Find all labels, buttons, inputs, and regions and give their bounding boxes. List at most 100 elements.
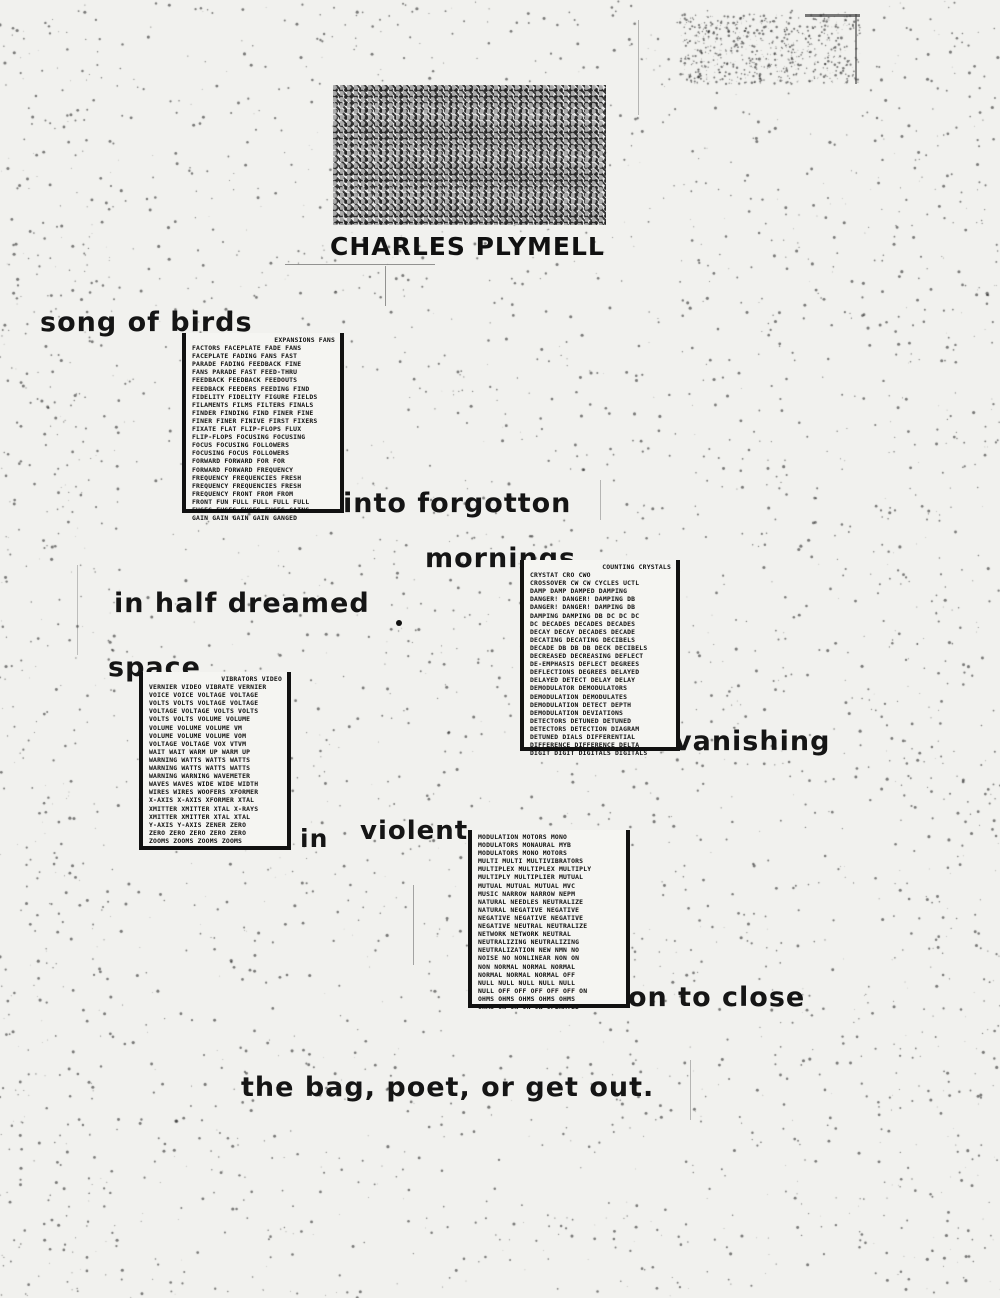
word-block-row: FREQUENCY FREQUENCIES FRESH — [192, 481, 302, 490]
word-block-row: FACTORS FACEPLATE FADE FANS — [192, 344, 302, 353]
word-block-row: DEFLECTIONS DEGREES DELAYED — [530, 668, 640, 677]
word-block-row: DECADE DB DB DB DECK DECIBELS — [530, 643, 648, 652]
word-block-row: DIFFERENCE DIFFERENCE DELTA — [530, 741, 640, 750]
word-block-row: MODULATION MOTORS MONO — [478, 833, 568, 841]
word-block-row: NULL NULL NULL NULL NULL — [478, 978, 576, 987]
word-block-row: OHMS ON ON ON ON OPERATED — [478, 1002, 580, 1011]
phrase-the-bag-poet: the bag, poet, or get out. — [241, 1072, 655, 1103]
word-block-row: FREQUENCY FRONT FROM FROM — [192, 489, 294, 498]
word-block-row: DETECTORS DETUNED DETUNED — [530, 716, 632, 725]
phrase-in-half-dreamed: in half dreamed — [114, 588, 370, 619]
word-block-row: NULL OFF OFF OFF OFF OFF ON — [478, 986, 588, 995]
divider-line — [285, 264, 435, 265]
word-block-row: DANGER! DANGER! DAMPING DB — [530, 595, 636, 604]
word-block-row: WIRES WIRES WOOFERS XFORMER — [149, 788, 259, 797]
word-block-row: MULTIPLY MULTIPLIER MUTUAL — [478, 873, 584, 882]
phrase-into-forgotton: into forgotton — [343, 488, 572, 519]
word-block-row: CROSSOVER CW CW CYCLES UCTL — [530, 579, 640, 588]
pasteup-mark — [805, 14, 860, 17]
ink-dot — [396, 620, 402, 626]
word-block-row: FLIP-FLOPS FOCUSING FOCUSING — [192, 433, 306, 442]
word-block-row: NORMAL NORMAL NORMAL OFF — [478, 970, 576, 979]
word-block-row: FOCUS FOCUSING FOLLOWERS — [192, 441, 290, 450]
word-block-row: DECATING DECATING DECIBELS — [530, 635, 636, 644]
word-block-row: FILAMENTS FILMS FILTERS FINALS — [192, 400, 314, 409]
word-block-row: DECAY DECAY DECADES DECADE — [530, 627, 636, 636]
pasteup-mark — [690, 1060, 691, 1120]
word-block-row: XMITTER XMITTER XTAL X-RAYS — [149, 804, 259, 813]
word-block-row: NEUTRALIZING NEUTRALIZING — [478, 938, 580, 947]
word-block-row: FRONT FUN FULL FULL FULL FULL — [192, 497, 310, 506]
word-block-row: NETWORK NETWORK NEUTRAL — [478, 930, 572, 939]
word-block-row: MUSIC NARROW NARROW NEPM — [478, 889, 576, 898]
word-block-row: DECREASED DECREASING DEFLECT — [530, 652, 644, 661]
word-block-row: FUSES FUSES FUSES FUSES GAINS — [192, 505, 310, 514]
word-block-row: FEEDBACK FEEDERS FEEDING FIND — [192, 384, 310, 393]
phrase-in: in — [300, 824, 329, 853]
word-block-row: FOCUSING FOCUS FOLLOWERS — [192, 449, 290, 458]
phrase-on-to-close: on to close — [628, 982, 806, 1013]
word-block-row: MULTIPLEX MULTIPLEX MULTIPLY — [478, 865, 592, 874]
word-block-row: FINDER FINDING FIND FINER FINE — [192, 408, 314, 417]
word-block-row: FORWARD FORWARD FOR FOR — [192, 457, 286, 466]
word-block-row: VOICE VOICE VOLTAGE VOLTAGE — [149, 691, 259, 700]
author-name: CHARLES PLYMELL — [330, 232, 605, 261]
word-block-row: DC DECADES DECADES DECADES — [530, 619, 636, 628]
word-block-row: ZOOMS ZOOMS ZOOMS ZOOMS — [149, 836, 243, 845]
word-block-row: NATURAL NEGATIVE NEGATIVE — [478, 905, 580, 914]
word-block-heading: COUNTING CRYSTALS — [602, 563, 671, 571]
phrase-song-of-birds: song of birds — [40, 307, 253, 338]
word-block-row: DETECTORS DETECTION DIAGRAM — [530, 724, 640, 733]
word-block-row: DEMODULATOR DEMODULATORS — [530, 684, 628, 693]
word-block-row: WAIT WAIT WARM UP WARM UP — [149, 747, 251, 756]
word-block-row: OHMS OHMS OHMS OHMS OHMS — [478, 994, 576, 1003]
pasteup-mark — [855, 14, 857, 84]
word-block-row: VERNIER VIDEO VIBRATE VERNIER — [149, 683, 267, 692]
pasteup-mark — [600, 480, 601, 520]
pasteup-mark — [413, 885, 414, 965]
word-block-row: VOLTS VOLTS VOLUME VOLUME — [149, 715, 251, 724]
word-block-row: MODULATORS MONAURAL MYB — [478, 841, 572, 850]
word-block-row: DEMODULATION DEVIATIONS — [530, 708, 624, 717]
word-block-row: MODULATORS MONO MOTORS — [478, 849, 568, 858]
phrase-vanishing: vanishing — [674, 726, 831, 757]
word-block-row: XMITTER XMITTER XTAL XTAL — [149, 812, 251, 821]
word-block-row: DEMODULATION DEMODULATES — [530, 692, 628, 701]
word-block-row: WARNING WARNING WAVEMETER — [149, 772, 251, 781]
word-block-row: FREQUENCY FREQUENCIES FRESH — [192, 473, 302, 482]
word-block-row: DAMP DAMP DAMPED DAMPING — [530, 587, 628, 596]
word-block-row: PARADE FADING FEEDBACK FINE — [192, 360, 302, 369]
word-block-row: X-AXIS X-AXIS XFORMER XTAL — [149, 796, 255, 805]
word-block-row: FACEPLATE FADING FANS FAST — [192, 352, 298, 361]
pasteup-mark — [77, 565, 78, 655]
word-block-row: FINER FINER FINIVE FIRST FIXERS — [192, 416, 318, 425]
word-block-row: NEGATIVE NEUTRAL NEUTRALIZE — [478, 922, 588, 931]
guide-line — [385, 266, 386, 306]
word-block-row: ZERO ZERO ZERO ZERO ZERO — [149, 828, 247, 837]
word-block-row: FIXATE FLAT FLIP-FLOPS FLUX — [192, 425, 302, 434]
word-block-row: VOLTS VOLTS VOLTAGE VOLTAGE — [149, 699, 259, 708]
masthead-halftone-image — [333, 85, 606, 225]
word-block-row: WAVES WAVES WIDE WIDE WIDTH — [149, 780, 259, 789]
word-block-heading: VIBRATORS VIDEO — [221, 675, 282, 683]
pasteup-mark — [638, 20, 639, 115]
word-block-row: DAMPING DAMPING DB DC DC DC — [530, 611, 640, 620]
word-block-heading: EXPANSIONS FANS — [274, 336, 335, 344]
word-block-row: FANS PARADE FAST FEED-THRU — [192, 368, 298, 377]
word-block-row: VOLUME VOLUME VOLUME VM — [149, 723, 243, 732]
word-block-row: GAIN GAIN GAIN GAIN GANGED — [192, 514, 298, 523]
word-block-row: FEEDBACK FEEDBACK FEEDOUTS — [192, 376, 298, 385]
word-block-row: Y-AXIS Y-AXIS ZENER ZERO — [149, 820, 247, 829]
word-block-row: DELAYED DETECT DELAY DELAY — [530, 676, 636, 685]
word-block-row: DE-EMPHASIS DEFLECT DEGREES — [530, 660, 640, 669]
word-block-row: DANGER! DANGER! DAMPING DB — [530, 603, 636, 612]
word-block-row: NON NORMAL NORMAL NORMAL — [478, 962, 576, 971]
word-block-row: MULTI MULTI MULTIVIBRATORS — [478, 857, 584, 866]
word-block-row: FORWARD FORWARD FREQUENCY — [192, 465, 294, 474]
word-block-row: WARNING WATTS WATTS WATTS — [149, 755, 251, 764]
word-block-row: VOLUME VOLUME VOLUME VOM — [149, 731, 247, 740]
phrase-violent: violent — [360, 816, 469, 846]
